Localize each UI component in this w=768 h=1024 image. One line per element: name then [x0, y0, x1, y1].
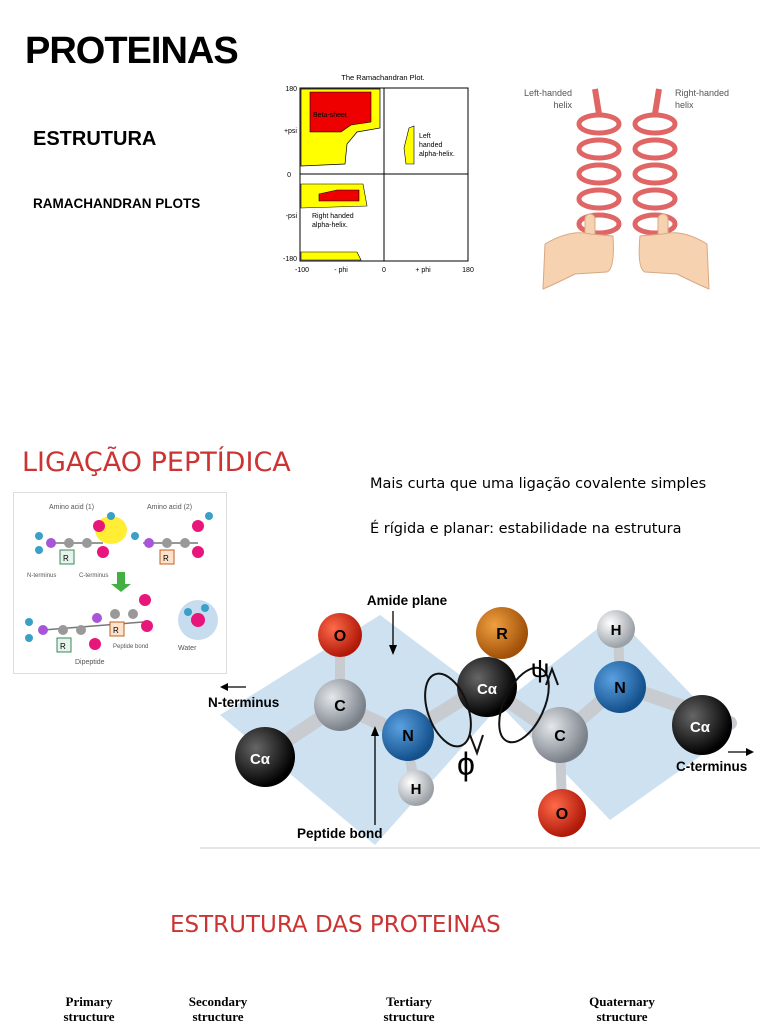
svg-text:H: H [611, 622, 622, 639]
svg-text:N: N [402, 728, 414, 745]
svg-text:helix: helix [675, 100, 694, 110]
svg-text:O: O [556, 806, 568, 823]
svg-text:0: 0 [287, 172, 291, 179]
svg-text:C-terminus: C-terminus [79, 573, 108, 579]
arrow-down-icon [111, 572, 131, 592]
svg-text:Water: Water [178, 645, 197, 652]
svg-text:Peptide bond: Peptide bond [113, 644, 148, 650]
dipeptide-formation-figure: Amino acid (1) Amino acid (2) R R N-term… [13, 492, 227, 674]
amide-plane-label: Amide plane [367, 593, 448, 608]
quaternary-structure-label: Quaternary structure [589, 994, 655, 1024]
svg-text:O: O [334, 628, 346, 645]
svg-text:R: R [496, 626, 508, 643]
phi-rotation-icon [424, 672, 484, 756]
svg-text:+psi: +psi [284, 128, 297, 135]
svg-text:0: 0 [382, 267, 386, 274]
svg-text:Cα: Cα [250, 751, 271, 768]
primary-structure-label: Primary structure [63, 994, 115, 1024]
svg-text:+ phi: + phi [415, 267, 431, 274]
topic-heading: RAMACHANDRAN PLOTS [33, 196, 201, 211]
svg-text:R: R [60, 642, 66, 651]
svg-text:180: 180 [285, 86, 297, 93]
svg-text:N: N [614, 680, 626, 697]
n-terminus-label: N-terminus [208, 695, 279, 710]
peptide-bond-label: Peptide bond [297, 826, 383, 841]
svg-text:Cα: Cα [690, 719, 711, 736]
svg-text:alpha-helix.: alpha-helix. [419, 151, 455, 158]
svg-text:-180: -180 [283, 256, 297, 263]
section-heading: ESTRUTURA [33, 128, 157, 150]
plot-title: The Ramachandran Plot. [341, 73, 424, 82]
svg-text:-100: -100 [295, 267, 309, 274]
left-helix-region [403, 125, 415, 165]
left-hand-icon [542, 213, 614, 290]
svg-text:R: R [163, 554, 169, 563]
svg-text:Right-handed: Right-handed [675, 88, 729, 98]
svg-text:Amino acid (2): Amino acid (2) [147, 504, 192, 511]
svg-text:180: 180 [462, 267, 474, 274]
left-helix-icon [576, 88, 622, 236]
secondary-structure-label: Secondary structure [188, 994, 248, 1024]
amide-plane-right [500, 615, 730, 820]
beta-sheet-core-region [309, 91, 372, 133]
svg-text:H: H [411, 781, 422, 798]
svg-text:alpha-helix.: alpha-helix. [312, 222, 348, 229]
tertiary-structure-label: Tertiary structure [383, 994, 435, 1024]
svg-text:-psi: -psi [286, 213, 298, 220]
slide-title: PROTEINAS [25, 30, 239, 72]
slide-title-peptide-bond: LIGAÇÃO PEPTÍDICA [22, 447, 291, 478]
amide-plane-left [220, 615, 500, 845]
psi-rotation-icon [498, 666, 559, 744]
c-terminus-label: C-terminus [676, 759, 747, 774]
right-hand-icon [638, 213, 710, 290]
phi-symbol: ϕ [457, 746, 475, 782]
svg-text:Cα: Cα [477, 681, 498, 698]
right-helix-core-region [318, 189, 360, 202]
svg-text:handed: handed [419, 142, 442, 149]
svg-text:Left: Left [419, 133, 431, 140]
psi-symbol: ψ [531, 653, 550, 683]
svg-text:Amino acid (1): Amino acid (1) [49, 504, 94, 511]
svg-text:N-terminus: N-terminus [27, 573, 56, 579]
svg-text:R: R [63, 554, 69, 563]
beta-sheet-label: Beta-sheet [313, 112, 347, 119]
svg-text:Left-handed: Left-handed [524, 88, 572, 98]
note-rigid-planar: É rígida e planar: estabilidade na estru… [370, 521, 682, 537]
right-helix-icon [632, 88, 678, 236]
svg-text:R: R [113, 626, 119, 635]
helix-hands-illustration: Left-handed helix Right-handed helix [524, 88, 729, 290]
ramachandran-plot: The Ramachandran Plot. Beta-sheet Left h… [283, 73, 474, 274]
svg-text:C: C [334, 698, 346, 715]
amide-plane-figure: O C Cα N H R Cα C O N H Cα ϕ ψ Amide pla… [200, 593, 760, 849]
svg-text:C: C [554, 728, 566, 745]
svg-text:- phi: - phi [334, 267, 348, 274]
slide-title-protein-structure: ESTRUTURA DAS PROTEINAS [170, 912, 501, 938]
note-shorter-bond: Mais curta que uma ligação covalente sim… [370, 476, 707, 492]
svg-text:helix: helix [553, 100, 572, 110]
bottom-region [300, 251, 362, 261]
svg-text:Dipeptide: Dipeptide [75, 659, 105, 666]
svg-text:Right handed: Right handed [312, 213, 354, 220]
